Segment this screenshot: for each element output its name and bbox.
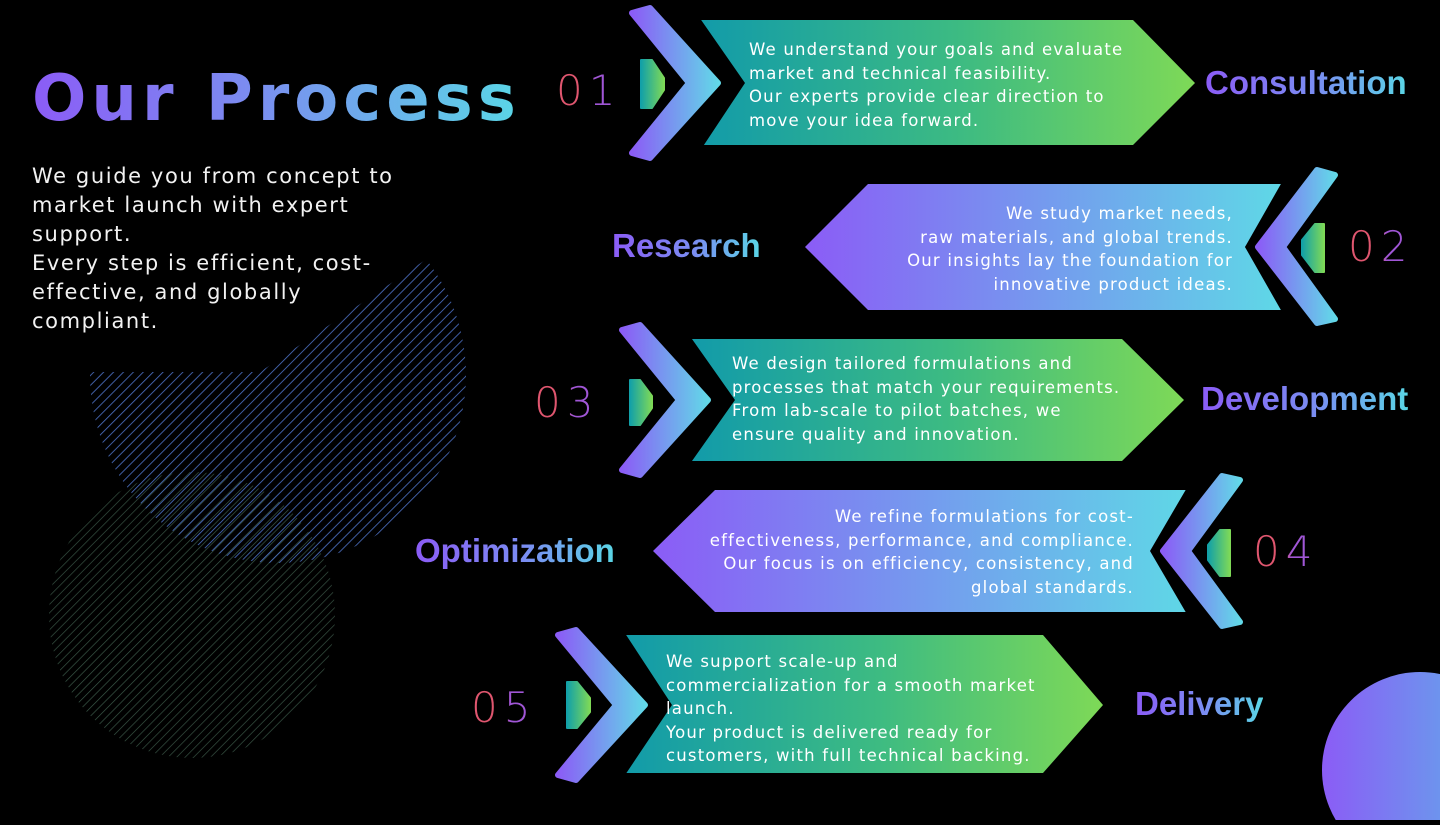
banner-step-2 [805, 167, 1338, 326]
step-number-3: 03 [534, 378, 600, 427]
step-description-1: We understand your goals and evaluate ma… [749, 40, 1124, 130]
step-number-1: 01 [556, 66, 622, 115]
banner-step-5 [555, 618, 1103, 790]
banner-step-1 [629, 4, 1195, 166]
step-label-research: Research [612, 227, 761, 264]
step-number-2: 02 [1348, 222, 1414, 271]
step-number-4: 04 [1253, 527, 1319, 576]
intro-paragraph: We guide you from concept to market laun… [32, 164, 394, 333]
step-label-development: Development [1201, 380, 1409, 417]
step-label-optimization: Optimization [415, 532, 615, 569]
step-description-3: We design tailored formulations and proc… [732, 354, 1121, 444]
step-label-delivery: Delivery [1135, 685, 1264, 722]
step-label-consultation: Consultation [1205, 64, 1407, 101]
step-description-2: We study market needs, raw materials, an… [907, 204, 1233, 294]
banner-step-3 [619, 322, 1184, 478]
step-number-5: 05 [471, 683, 537, 732]
banner-step-4 [653, 473, 1243, 629]
page-title: Our Process [32, 62, 521, 136]
step-description-4: We refine formulations for cost- effecti… [709, 507, 1134, 597]
gradient-ball [1322, 672, 1440, 820]
step-description-5: We support scale-up and commercializatio… [666, 652, 1036, 765]
